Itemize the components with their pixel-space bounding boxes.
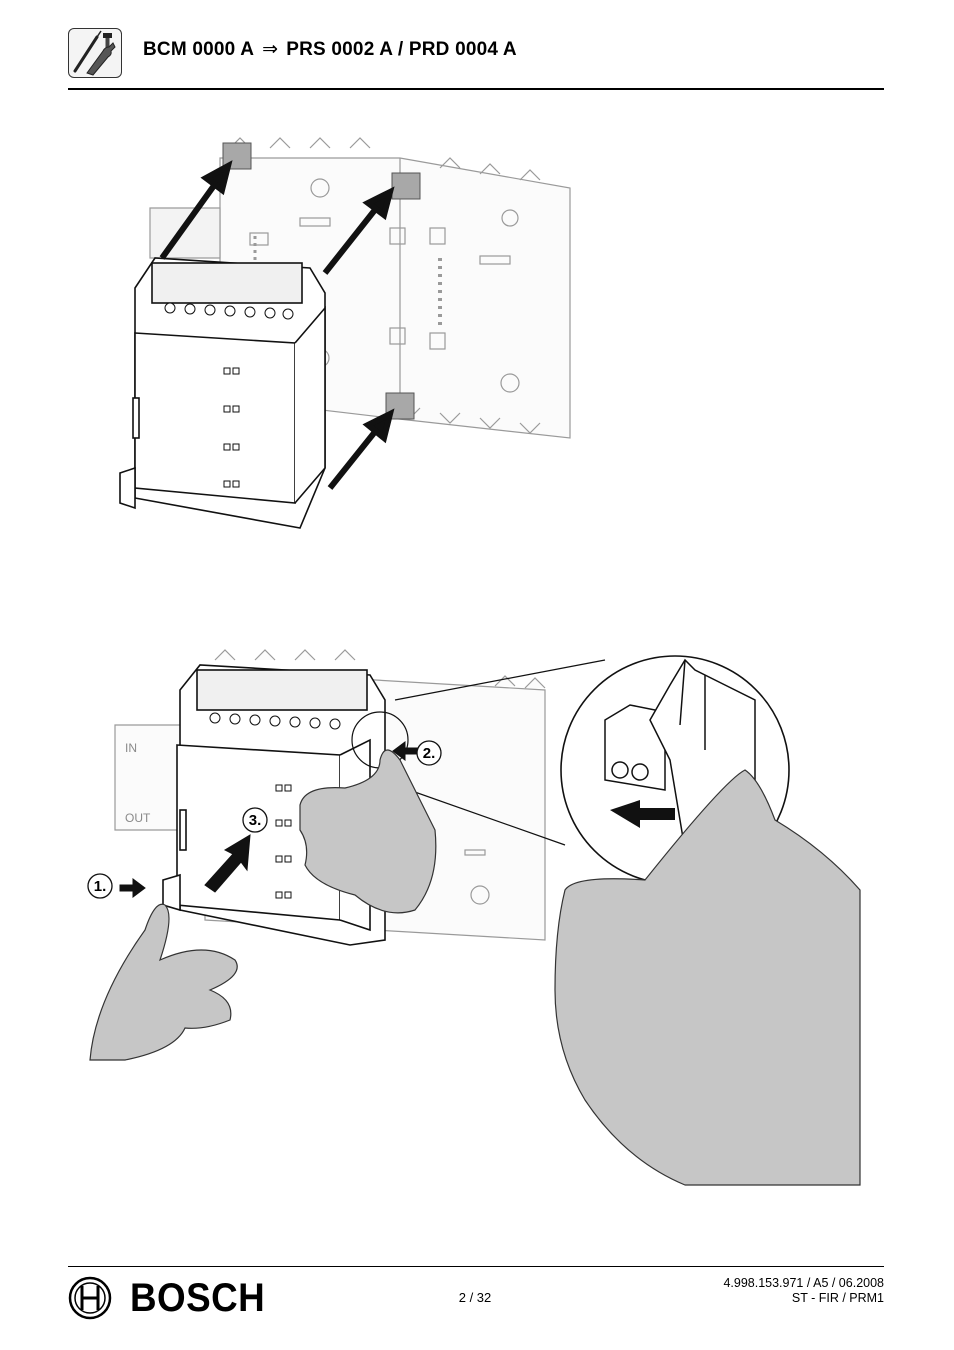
document-number: 4.998.153.971 / A5 / 06.2008	[723, 1276, 884, 1290]
footer-divider	[68, 1266, 884, 1267]
title-target-products: PRS 0002 A / PRD 0004 A	[286, 39, 517, 60]
svg-text:2.: 2.	[423, 745, 436, 762]
page-header: BCM 0000 A ⇒ PRS 0002 A / PRD 0004 A	[0, 0, 954, 92]
step-marker-2: 2.	[416, 740, 442, 766]
mounting-illustration	[100, 118, 600, 538]
step-marker-3: 3.	[242, 807, 268, 833]
module-label-out: OUT	[125, 811, 151, 825]
rail-clips	[222, 142, 421, 420]
removal-illustration: IN OUT	[85, 630, 865, 1190]
header-divider	[68, 88, 884, 90]
step-arrows	[119, 741, 419, 898]
hands	[89, 749, 861, 1186]
document-reference: 4.998.153.971 / A5 / 06.2008 ST - FIR / …	[723, 1276, 884, 1306]
module-device	[119, 257, 326, 529]
bosch-armature-icon	[68, 1276, 112, 1320]
title-arrow: ⇒	[262, 39, 279, 60]
bosch-logo: BOSCH	[68, 1275, 278, 1321]
department-code: ST - FIR / PRM1	[791, 1291, 884, 1305]
screwdriver-wrench-icon	[68, 28, 122, 78]
title-source-product: BCM 0000 A	[143, 39, 255, 60]
page-number: 2 / 32	[458, 1290, 492, 1305]
step-marker-1: 1.	[87, 873, 113, 899]
brand-name: BOSCH	[130, 1276, 266, 1320]
module-label-in: IN	[125, 741, 137, 755]
mounting-arrows	[159, 160, 395, 490]
svg-text:1.: 1.	[94, 878, 107, 895]
page-title: BCM 0000 A ⇒ PRS 0002 A / PRD 0004 A	[143, 38, 517, 61]
svg-text:3.: 3.	[249, 812, 262, 829]
